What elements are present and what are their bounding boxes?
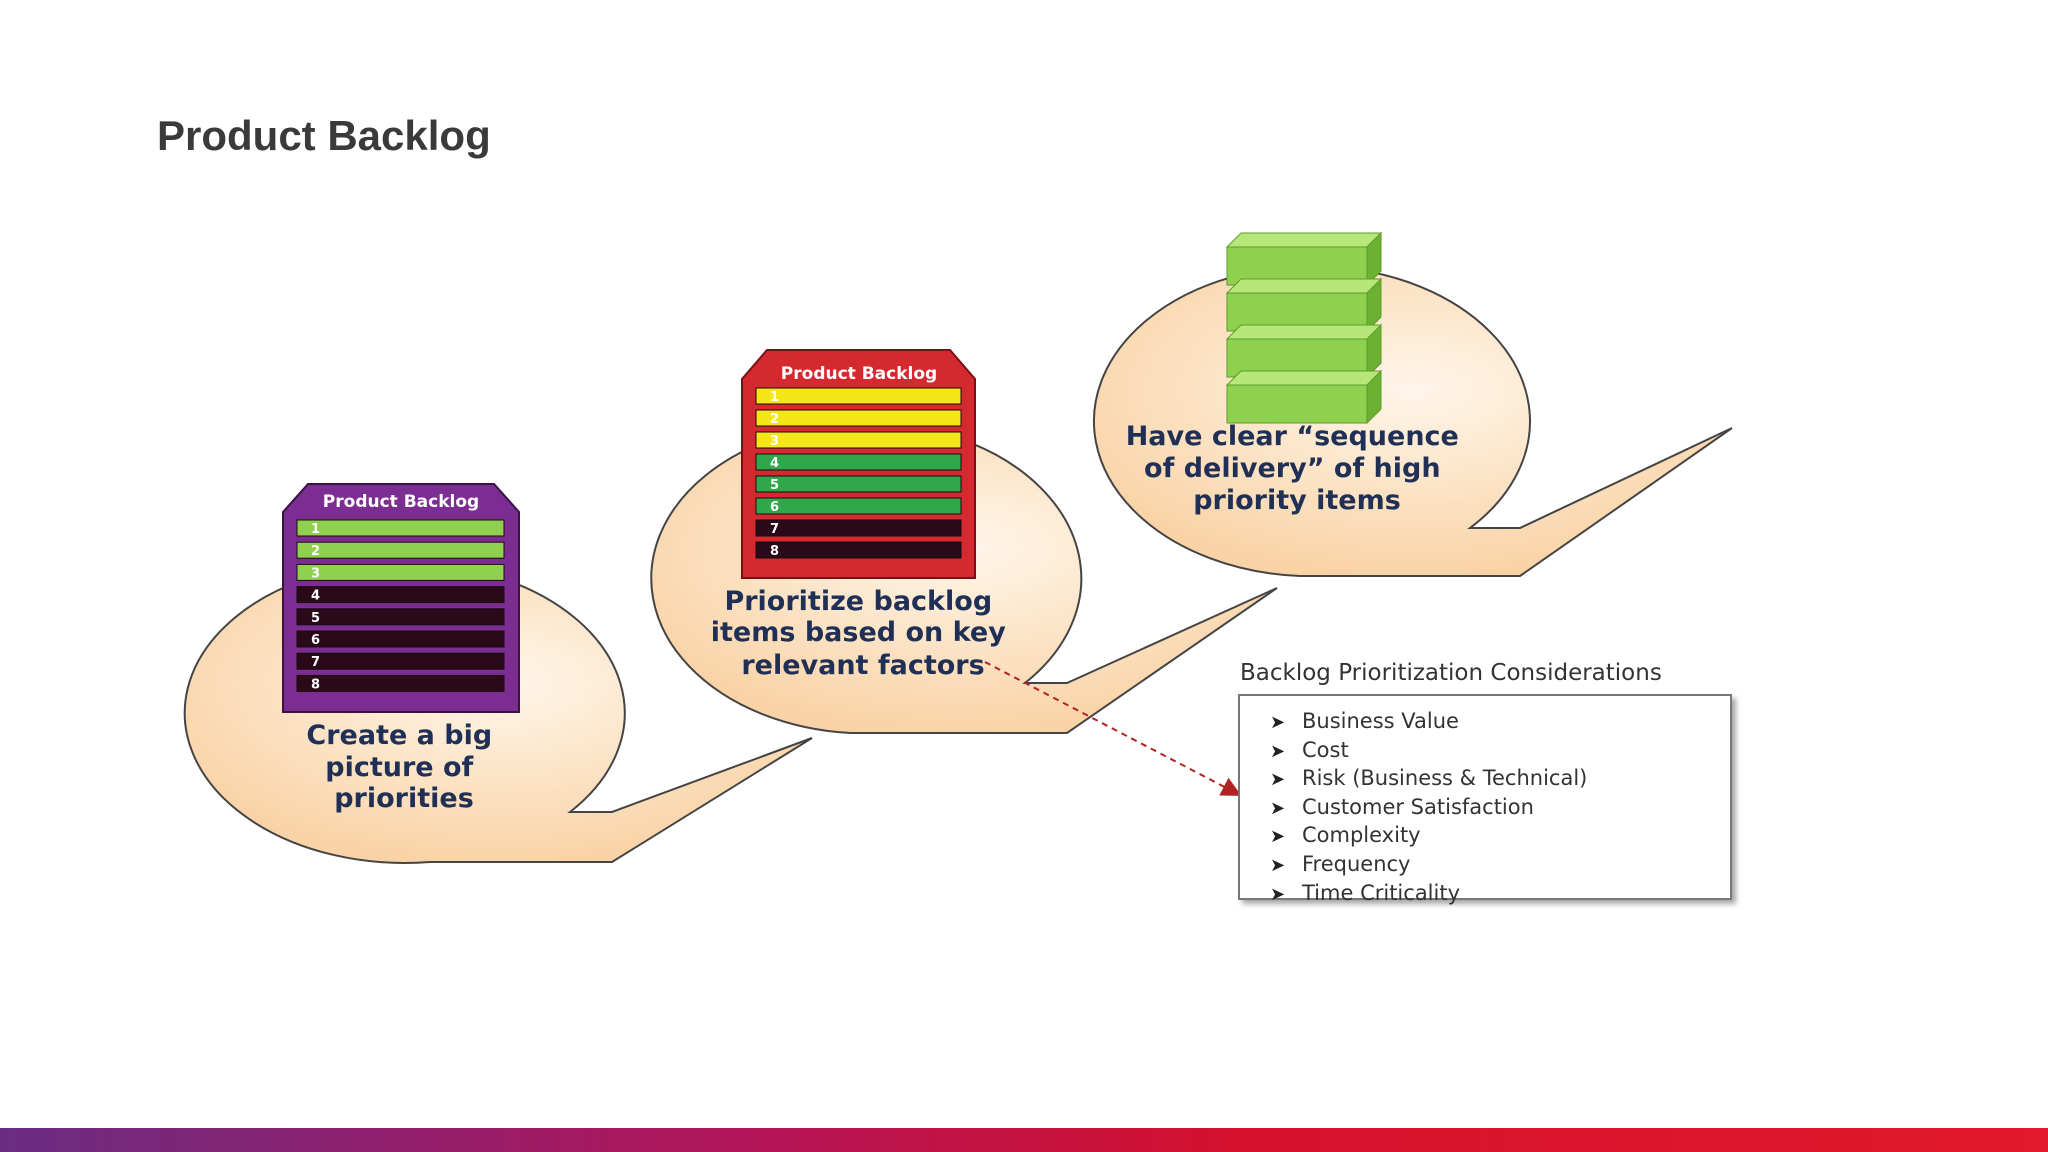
backlog-row xyxy=(296,630,505,648)
bubble-1-label: Create a big picture of priorities xyxy=(306,720,501,814)
backlog-panel-2: Product Backlog 1 2 3 4 5 6 7 8 xyxy=(741,349,976,579)
stack-block xyxy=(1225,323,1383,379)
panel-title: Product Backlog xyxy=(323,492,479,512)
considerations-box: ➤Business Value ➤Cost ➤Risk (Business & … xyxy=(1238,694,1732,905)
backlog-row-number: 3 xyxy=(311,566,320,581)
arrow-bullet-icon: ➤ xyxy=(1270,826,1286,848)
list-item: ➤Business Value xyxy=(1270,708,1730,737)
backlog-row xyxy=(755,475,962,493)
backlog-row-number: 2 xyxy=(311,544,320,559)
backlog-row-number: 8 xyxy=(770,544,779,559)
arrow-bullet-icon: ➤ xyxy=(1270,712,1286,733)
backlog-row-number: 5 xyxy=(311,611,320,626)
panel-title: Product Backlog xyxy=(781,364,937,384)
arrow-bullet-icon: ➤ xyxy=(1270,883,1286,905)
stack-block xyxy=(1225,369,1383,425)
backlog-row-number: 2 xyxy=(770,412,779,427)
list-item: ➤Cost xyxy=(1270,737,1730,766)
stack-block xyxy=(1225,277,1383,333)
backlog-row xyxy=(755,431,962,449)
arrow-bullet-icon: ➤ xyxy=(1270,854,1286,876)
backlog-row xyxy=(296,586,505,604)
slide-title: Product Backlog xyxy=(157,112,491,159)
backlog-row-number: 4 xyxy=(770,456,779,471)
considerations-title: Backlog Prioritization Considerations xyxy=(1240,660,1662,686)
dashed-arrow xyxy=(984,661,1242,796)
stack-block xyxy=(1225,231,1383,287)
backlog-row-number: 1 xyxy=(311,522,320,537)
backlog-row-number: 8 xyxy=(311,677,320,692)
backlog-row xyxy=(755,519,962,537)
backlog-row-number: 7 xyxy=(311,655,320,670)
backlog-row-number: 6 xyxy=(770,500,779,515)
backlog-row-number: 5 xyxy=(770,478,779,493)
list-item: ➤Frequency xyxy=(1270,851,1730,880)
backlog-row xyxy=(296,652,505,670)
backlog-panel-1: Product Backlog 1 2 3 4 5 6 7 8 xyxy=(282,483,520,713)
backlog-row xyxy=(755,409,962,427)
backlog-row-number: 3 xyxy=(770,434,779,449)
backlog-row xyxy=(296,608,505,626)
backlog-row xyxy=(296,674,505,692)
backlog-row xyxy=(296,563,505,581)
backlog-row xyxy=(296,541,505,559)
backlog-row-number: 4 xyxy=(311,589,320,604)
backlog-row xyxy=(296,519,505,537)
backlog-row xyxy=(755,387,962,405)
arrow-bullet-icon: ➤ xyxy=(1270,740,1286,762)
backlog-row xyxy=(755,541,962,559)
footer-gradient-bar xyxy=(0,1128,2048,1152)
list-item: ➤Customer Satisfaction xyxy=(1270,794,1730,823)
backlog-row xyxy=(755,497,962,515)
backlog-row-number: 1 xyxy=(770,390,779,405)
arrow-bullet-icon: ➤ xyxy=(1270,797,1286,819)
arrow-bullet-icon: ➤ xyxy=(1270,769,1286,791)
bubble-3-label: Have clear “sequence of delivery” of hig… xyxy=(1126,421,1469,516)
backlog-row xyxy=(755,453,962,471)
green-block-stack xyxy=(1225,231,1383,425)
bubble-2-label: Prioritize backlog items based on key re… xyxy=(711,586,1015,681)
list-item: ➤Time Criticality xyxy=(1270,880,1730,909)
backlog-row-number: 7 xyxy=(770,522,779,537)
considerations-list: ➤Business Value ➤Cost ➤Risk (Business & … xyxy=(1270,708,1730,908)
list-item: ➤Risk (Business & Technical) xyxy=(1270,765,1730,794)
backlog-row-number: 6 xyxy=(311,633,320,648)
list-item: ➤Complexity xyxy=(1270,822,1730,851)
